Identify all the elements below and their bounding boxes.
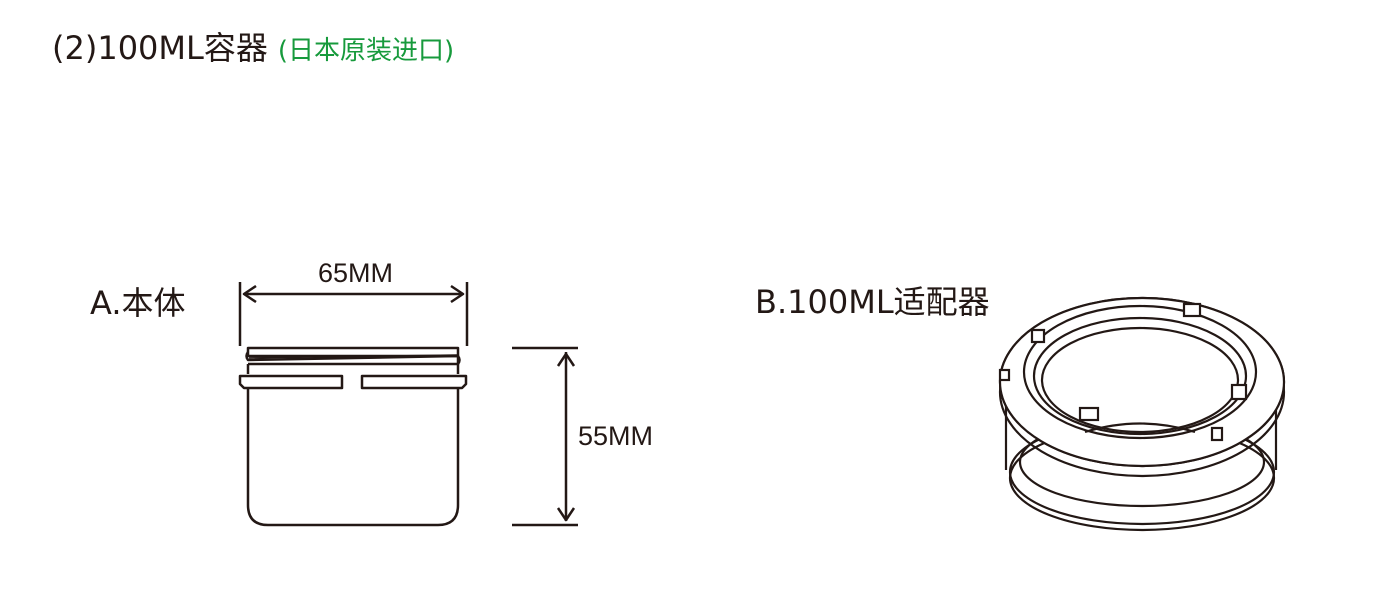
page-title: (2)100ML容器 (日本原装进口) [52,28,454,71]
container-body-drawing [238,282,578,527]
part-b-label: B.100ML适配器 [755,283,990,321]
width-dimension-label: 65MM [318,258,394,288]
height-dimension-label: 55MM [578,421,654,451]
adapter-ring-drawing [998,296,1286,532]
title-origin-note: (日本原装进口) [277,36,455,66]
title-main: (2)100ML容器 [52,29,268,67]
part-a-label: A.本体 [90,284,186,322]
